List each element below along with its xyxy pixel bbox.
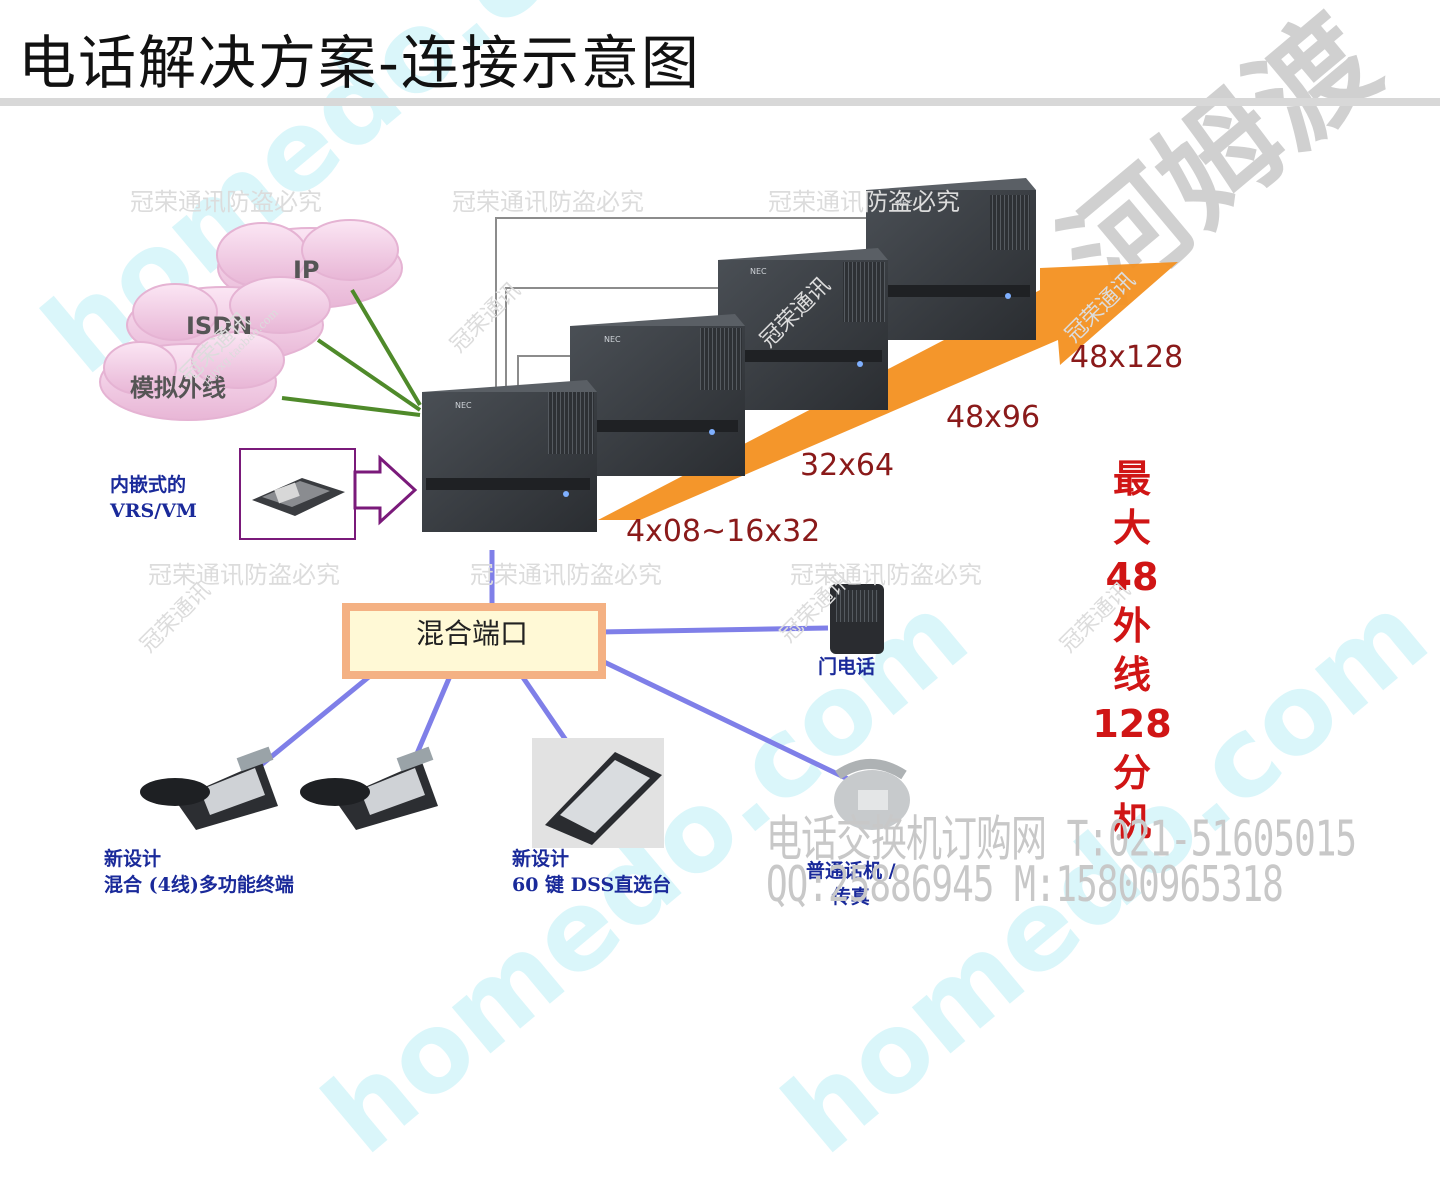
analog-phone-image xyxy=(834,759,910,830)
vrs-board-image xyxy=(252,478,345,516)
max-note-char: 48 xyxy=(1105,555,1159,599)
terminal-label-line1: 新设计 xyxy=(104,848,162,870)
phone-fax-line1: 普通话机 / xyxy=(806,860,896,882)
contact-watermark-line2: QQ:25886945 M:15800965318 xyxy=(766,858,1284,914)
cloud-label-ip: IP xyxy=(293,256,320,284)
max-note-char: 分 xyxy=(1112,751,1151,795)
door-phone-image xyxy=(830,584,884,654)
capacity-label-4: 48x128 xyxy=(1070,340,1184,375)
pbx-unit-4 xyxy=(866,178,1036,340)
text-watermark: 冠荣通讯防盗必究 xyxy=(148,561,340,589)
device-brand: NEC xyxy=(896,199,913,208)
dss-label-line2: 60 键 DSS直选台 xyxy=(512,874,672,896)
max-note-char: 机 xyxy=(1112,800,1151,844)
text-watermark: 冠荣通讯防盗必究 xyxy=(768,188,960,216)
max-note-char: 128 xyxy=(1092,702,1172,746)
stack-links xyxy=(495,217,866,392)
dss-console-label: 新设计 60 键 DSS直选台 xyxy=(512,846,671,898)
text-watermark: 冠荣通讯防盗必究 xyxy=(130,188,322,216)
multifunction-phone-2 xyxy=(300,746,438,830)
text-watermark: 冠荣通讯防盗必究 xyxy=(452,188,644,216)
cloud-analog xyxy=(99,331,285,421)
capacity-label-3: 48x96 xyxy=(946,400,1041,435)
hybrid-port-box xyxy=(342,603,606,679)
vrs-arrow xyxy=(353,454,418,526)
text-watermark: 冠荣通讯防盗必究 xyxy=(790,561,982,589)
cloud-label-analog: 模拟外线 xyxy=(130,374,226,402)
capacity-label-1: 4x08~16x32 xyxy=(626,514,821,549)
capacity-label-2: 32x64 xyxy=(800,448,895,483)
device-brand: NEC xyxy=(604,335,621,344)
dss-console-image xyxy=(545,752,662,845)
max-note-char: 大 xyxy=(1112,506,1151,550)
phone-fax-label: 普通话机 / 传真 xyxy=(806,858,896,910)
max-note-char: 最 xyxy=(1112,457,1151,501)
contact-watermark-line1: 电话交换机订购网 T:021-51605015 xyxy=(766,812,1357,868)
pbx-unit-3 xyxy=(718,248,888,410)
max-note-char: 线 xyxy=(1112,653,1151,697)
cloud-label-isdn: ISDN xyxy=(186,312,253,340)
text-watermark: 冠荣通讯防盗必究 xyxy=(470,561,662,589)
max-note-char: 外 xyxy=(1112,604,1151,648)
multifunction-phone-1 xyxy=(140,746,278,830)
phone-fax-line2: 传真 xyxy=(831,886,870,908)
embedded-vrs-line1: 内嵌式的 xyxy=(110,474,187,496)
pbx-unit-1 xyxy=(422,380,597,532)
device-brand: NEC xyxy=(455,401,472,410)
hybrid-port-label: 混合端口 xyxy=(415,617,528,650)
pbx-unit-2 xyxy=(570,314,745,476)
embedded-vrs-line2: VRS/VM xyxy=(110,500,197,522)
dss-label-line1: 新设计 xyxy=(512,848,570,870)
page-title: 电话解决方案-连接示意图 xyxy=(18,29,701,97)
multifunction-terminal-label: 新设计 混合 (4线)多功能终端 xyxy=(104,846,294,898)
connection-diagram: NEC NEC NEC NEC xyxy=(99,178,1178,848)
trunk-lines xyxy=(281,288,422,417)
door-phone-label: 门电话 xyxy=(818,656,876,678)
title-divider xyxy=(0,98,1440,106)
device-brand: NEC xyxy=(750,267,767,276)
embedded-vrs-label: 内嵌式的 VRS/VM xyxy=(110,472,197,524)
max-capacity-note: 最 大 48 外 线 128 分 机 xyxy=(1090,455,1174,847)
terminal-label-line2: 混合 (4线)多功能终端 xyxy=(104,874,294,896)
